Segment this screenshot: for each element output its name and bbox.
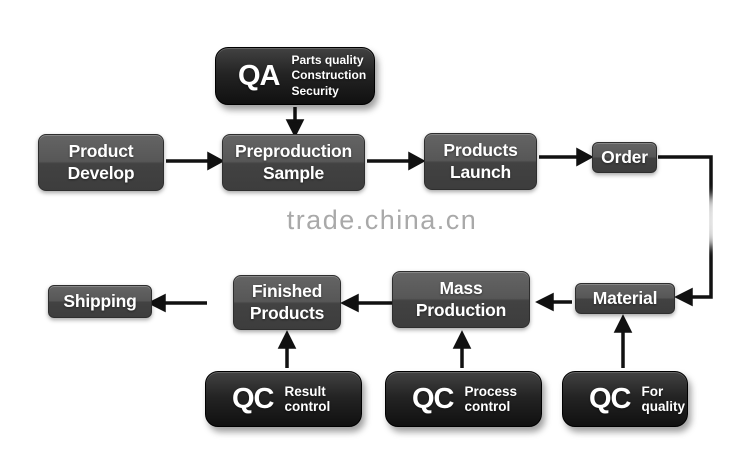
arrow-preproduction-to-launch	[367, 151, 426, 171]
smudge-artifact	[702, 194, 722, 248]
arrow-qc-process-up	[452, 330, 472, 368]
node-label: Product Develop	[67, 140, 135, 183]
node-label: Shipping	[63, 290, 137, 311]
node-products-launch: Products Launch	[424, 133, 537, 190]
arrow-qc-result-up	[277, 330, 297, 368]
node-qc-for-quality: QC For quality	[562, 371, 688, 427]
arrow-material-to-mass	[535, 292, 572, 312]
qc-abbr: QC	[412, 382, 454, 415]
node-label: Mass Production	[415, 277, 507, 320]
arrow-launch-to-order	[539, 147, 594, 167]
arrow-mass-to-finished	[340, 293, 392, 313]
qc-label: Result control	[284, 384, 331, 414]
node-order: Order	[592, 142, 657, 173]
node-label: Order	[601, 146, 648, 167]
node-label: Material	[592, 287, 658, 308]
qc-label: Process control	[464, 384, 518, 414]
node-mass-production: Mass Production	[392, 271, 530, 328]
arrow-finished-to-shipping	[147, 293, 207, 313]
node-shipping: Shipping	[48, 285, 152, 318]
arrow-qa-to-preproduction	[285, 107, 305, 138]
node-qc-result-control: QC Result control	[205, 371, 362, 427]
arrow-develop-to-preproduction	[166, 151, 225, 171]
node-qa: QA Parts quality Construction Security	[215, 47, 375, 105]
qa-details: Parts quality Construction Security	[291, 52, 367, 98]
qa-abbr: QA	[238, 59, 280, 92]
node-qc-process-control: QC Process control	[385, 371, 542, 427]
arrow-order-to-material	[658, 155, 713, 307]
watermark-text: trade.china.cn	[286, 205, 478, 235]
qc-abbr: QC	[232, 382, 274, 415]
qc-abbr: QC	[589, 382, 631, 415]
node-label: Finished Products	[249, 280, 325, 323]
node-finished-products: Finished Products	[233, 275, 341, 330]
node-label: Products Launch	[443, 139, 518, 182]
qc-label: For quality	[641, 384, 686, 414]
node-preproduction-sample: Preproduction Sample	[222, 134, 365, 191]
arrow-qc-quality-up	[613, 314, 633, 368]
node-label: Preproduction Sample	[235, 140, 352, 183]
node-material: Material	[575, 283, 675, 314]
node-product-develop: Product Develop	[38, 134, 164, 191]
